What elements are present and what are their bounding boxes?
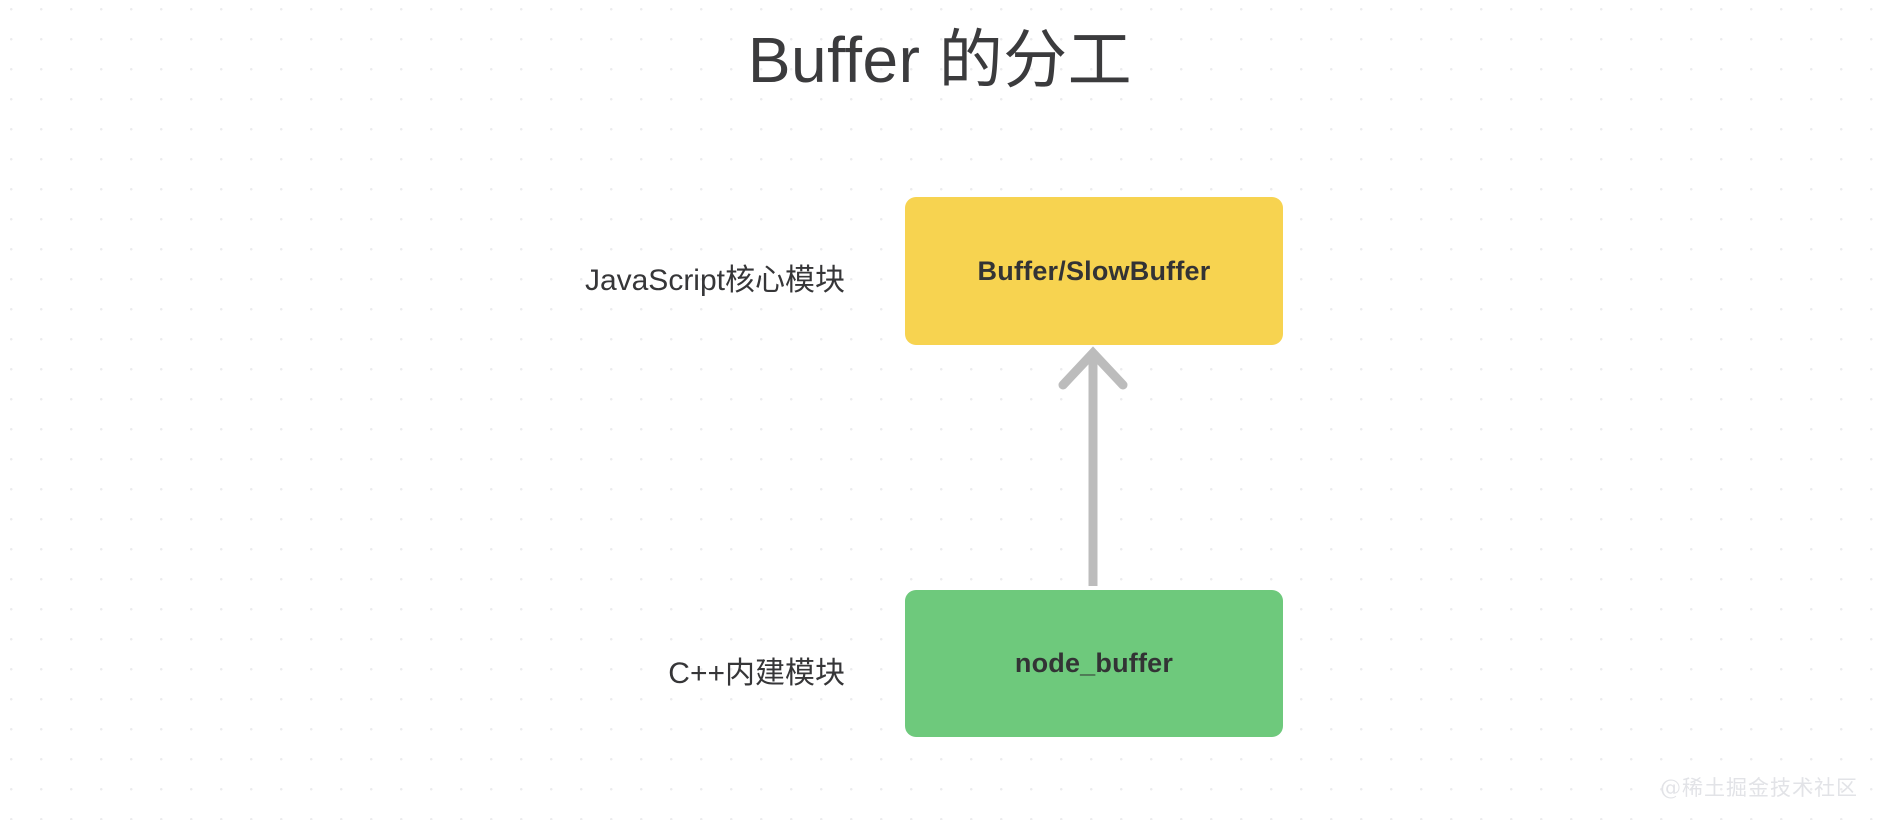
- node-buffer-slowbuffer-label: Buffer/SlowBuffer: [977, 255, 1211, 286]
- arrow-up-icon: [1058, 346, 1128, 586]
- page-title: Buffer 的分工: [747, 24, 1133, 96]
- caption-javascript-core-module: JavaScript核心模块: [584, 264, 845, 297]
- watermark: @稀土掘金技术社区: [1660, 776, 1858, 800]
- node-buffer-slowbuffer[interactable]: Buffer/SlowBuffer: [905, 197, 1283, 345]
- node-node-buffer[interactable]: node_buffer: [905, 590, 1283, 737]
- caption-cpp-builtin-module: C++内建模块: [668, 657, 845, 690]
- node-node-buffer-label: node_buffer: [1014, 648, 1174, 678]
